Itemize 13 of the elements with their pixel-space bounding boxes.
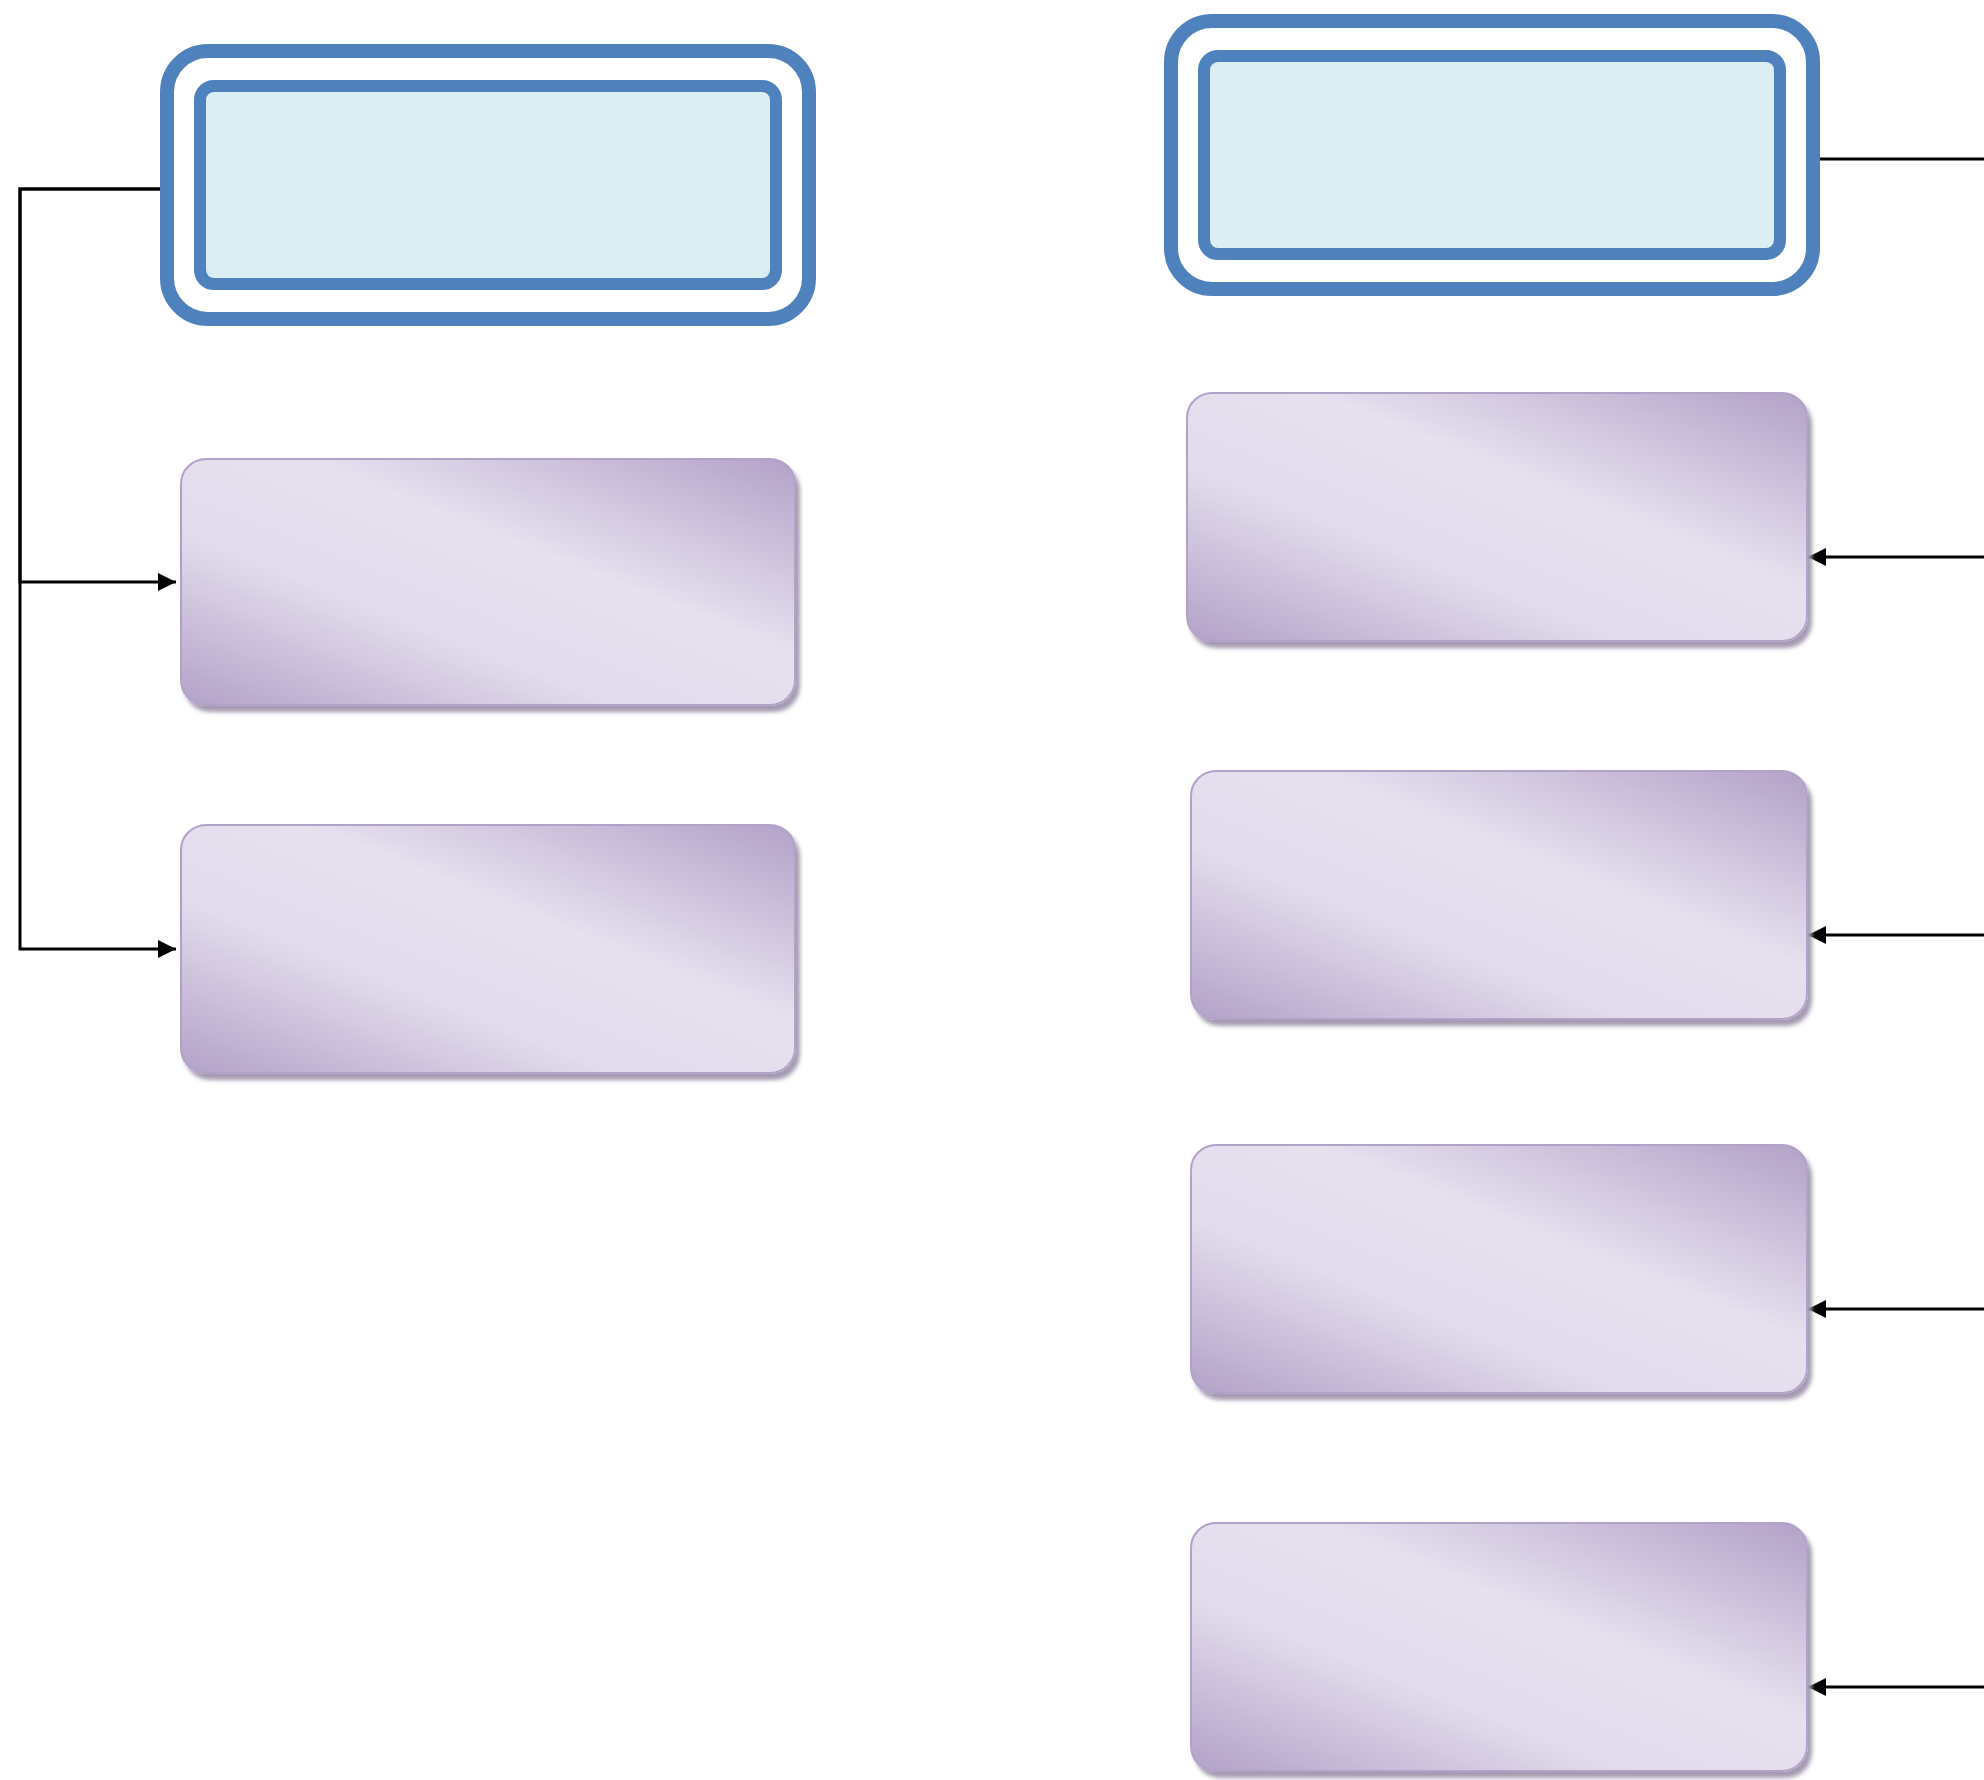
arrow (1808, 926, 1984, 944)
double-border-box (1164, 14, 1820, 296)
rounded-box (1190, 1522, 1808, 1772)
arrow (18, 187, 176, 958)
rounded-box (180, 824, 796, 1074)
double-border-box (160, 44, 816, 326)
arrow (1808, 1678, 1984, 1696)
rounded-box (1190, 1144, 1808, 1394)
arrow (1808, 1300, 1984, 1318)
arrow (1808, 548, 1984, 566)
rounded-box (1190, 770, 1808, 1020)
rounded-box (180, 458, 796, 706)
rounded-box (1186, 392, 1808, 642)
